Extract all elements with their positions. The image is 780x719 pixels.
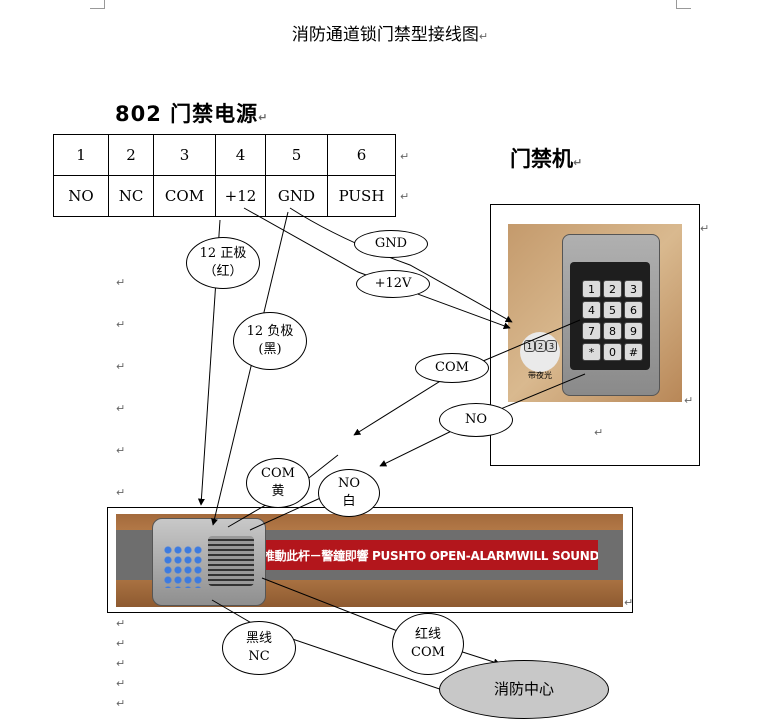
keypad-key: * xyxy=(582,343,601,361)
paragraph-mark: ↵ xyxy=(684,394,694,407)
label-com: COM xyxy=(415,353,489,383)
label-12v: +12V xyxy=(356,270,430,298)
panic-bar-keypad xyxy=(162,544,202,588)
terminal-label: +12 xyxy=(215,175,266,217)
paragraph-mark: ↵ xyxy=(116,360,126,373)
keypad-key: 9 xyxy=(624,322,643,340)
panic-bar-photo: 推動此杆－警鐘即響 PUSHTO OPEN-ALARMWILL SOUND xyxy=(116,514,623,607)
paragraph-mark: ↵ xyxy=(116,617,126,630)
crop-mark-right xyxy=(676,0,691,9)
paragraph-mark: ↵ xyxy=(116,318,126,331)
inset-label: 带夜光 xyxy=(528,371,552,380)
paragraph-mark: ↵ xyxy=(700,222,710,235)
paragraph-mark: ↵ xyxy=(400,150,410,163)
keypad-key: 1 xyxy=(582,280,601,298)
crop-mark-left xyxy=(90,0,105,9)
paragraph-mark: ↵ xyxy=(116,697,126,710)
paragraph-mark: ↵ xyxy=(116,402,126,415)
paragraph-mark: ↵ xyxy=(116,657,126,670)
keypad-key: 3 xyxy=(624,280,643,298)
keypad-key: # xyxy=(624,343,643,361)
keypad-key: 0 xyxy=(603,343,622,361)
paragraph-mark: ↵ xyxy=(116,276,126,289)
power-supply-title: 802 门禁电源↵ xyxy=(115,102,269,126)
terminal-label: NO xyxy=(53,175,109,217)
terminal-label: NC xyxy=(108,175,154,217)
terminal-table: 1 2 3 4 5 6 NO NC COM +12 GND PUSH xyxy=(53,134,396,217)
keypad-photo: 1 2 3 带夜光 1 2 3 4 5 6 7 8 9 * 0 # xyxy=(508,224,682,402)
paragraph-mark: ↵ xyxy=(116,486,126,499)
label-negative: 12 负极(黑) xyxy=(233,312,307,370)
keypad-key: 8 xyxy=(603,322,622,340)
inset-key: 2 xyxy=(535,340,546,352)
inset-key: 1 xyxy=(524,340,535,352)
page-title: 消防通道锁门禁型接线图↵ xyxy=(291,25,489,45)
wire-12v xyxy=(243,207,511,330)
wire-negative xyxy=(211,211,289,526)
paragraph-mark: ↵ xyxy=(400,190,410,203)
wire-gnd xyxy=(289,207,513,323)
label-gnd: GND xyxy=(354,230,428,258)
speaker-grille-icon xyxy=(208,536,254,586)
keypad-key: 6 xyxy=(624,301,643,319)
paragraph-mark: ↵ xyxy=(594,426,604,439)
wire-red-com xyxy=(261,577,501,666)
keypad-key: 2 xyxy=(603,280,622,298)
inset-key: 3 xyxy=(546,340,557,352)
paragraph-mark: ↵ xyxy=(116,677,126,690)
keypad-title: 门禁机↵ xyxy=(510,147,583,171)
keypad-box xyxy=(490,204,700,466)
paragraph-mark: ↵ xyxy=(116,444,126,457)
paragraph-mark: ↵ xyxy=(624,596,634,609)
paragraph-mark: ↵ xyxy=(116,637,126,650)
label-positive: 12 正极（红） xyxy=(186,237,260,289)
terminal-label: PUSH xyxy=(327,175,396,217)
panic-bar-red-band: 推動此杆－警鐘即響 PUSHTO OPEN-ALARMWILL SOUND xyxy=(264,540,598,570)
label-no: NO xyxy=(439,403,513,437)
keypad-key: 4 xyxy=(582,301,601,319)
keypad-key: 7 xyxy=(582,322,601,340)
keypad-key: 5 xyxy=(603,301,622,319)
keypad-inset xyxy=(520,332,560,372)
terminal-label: GND xyxy=(265,175,328,217)
terminal-num: 6 xyxy=(327,134,396,176)
terminal-num: 1 xyxy=(53,134,109,176)
fire-control-center: 消防中心 xyxy=(439,660,609,719)
terminal-num: 5 xyxy=(265,134,328,176)
